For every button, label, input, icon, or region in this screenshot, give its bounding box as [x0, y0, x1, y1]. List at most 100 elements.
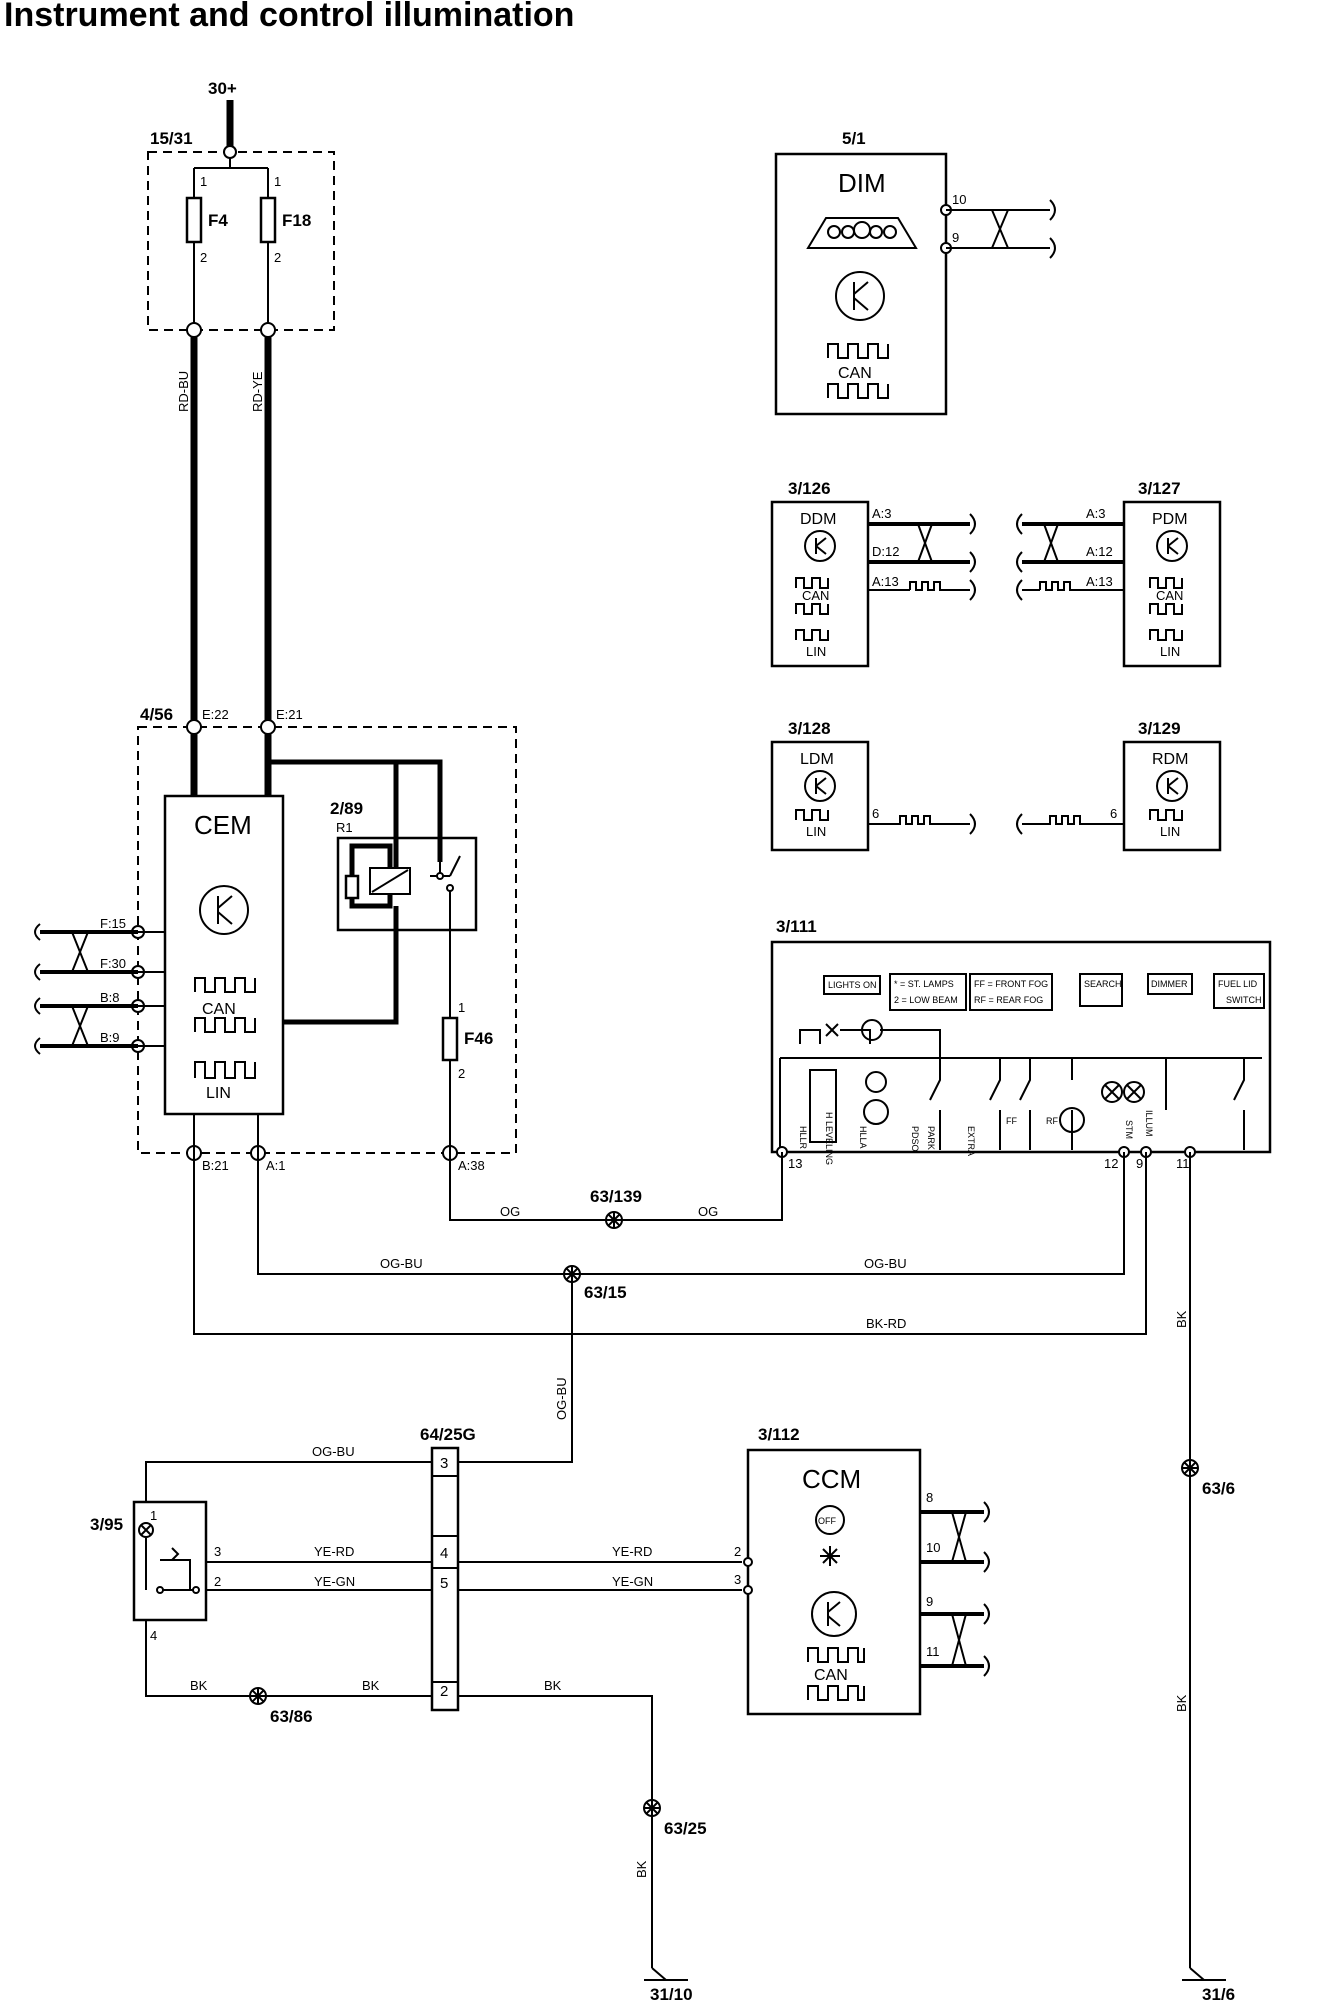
- cem-lin-label: LIN: [206, 1085, 231, 1102]
- fuse-box-ref: 15/31: [150, 129, 193, 148]
- rheostat-pin-4: 4: [150, 1628, 157, 1643]
- btn-fuel-lid: FUEL LID: [1218, 979, 1258, 989]
- ccm-pin-2: 2: [734, 1544, 741, 1559]
- sw-pin-11: 11: [1176, 1156, 1190, 1171]
- rdm-lin-label: LIN: [1160, 824, 1180, 839]
- wire-og-bu-rheo: OG-BU: [312, 1444, 355, 1459]
- ldm-name: LDM: [800, 751, 834, 768]
- sw-label-ff: FF: [1006, 1116, 1017, 1126]
- wire-og-bu-left: OG-BU: [380, 1256, 423, 1271]
- page-title: Instrument and control illumination: [4, 0, 575, 34]
- ccm-pin-8: 8: [926, 1490, 933, 1505]
- ccm-off-label: OFF: [818, 1516, 836, 1526]
- btn-lights-on: LIGHTS ON: [828, 980, 877, 990]
- rheostat-pin-1: 1: [150, 1508, 157, 1523]
- ground-31-10: 31/10: [644, 1967, 693, 2000]
- fuse-f18-pin-in: 1: [274, 174, 281, 189]
- ddm-pin-a13: A:13: [872, 574, 899, 589]
- rdm-ref: 3/129: [1138, 719, 1181, 738]
- wire-bk-rheo-left: BK: [190, 1678, 208, 1693]
- rheostat-ref: 3/95: [90, 1515, 123, 1534]
- dim-pin-9: 9: [952, 230, 959, 245]
- splice-63-25-label: 63/25: [664, 1819, 707, 1838]
- fuse-f46-pin-out: 2: [458, 1066, 465, 1081]
- ddm-name: DDM: [800, 511, 836, 528]
- relay-name: R1: [336, 820, 353, 835]
- wire-ye-gn-left: YE-GN: [314, 1574, 355, 1589]
- ccm-name: CCM: [802, 1464, 861, 1494]
- sw-label-stm: STM: [1124, 1120, 1134, 1139]
- ldm-lin-label: LIN: [806, 824, 826, 839]
- wire-rd-ye: RD-YE: [250, 371, 265, 412]
- btn-dimmer: DIMMER: [1151, 979, 1188, 989]
- ddm-can-label: CAN: [802, 588, 829, 603]
- rheostat-pin-2: 2: [214, 1574, 221, 1589]
- wire-bk-vert-bottom: BK: [1174, 1694, 1189, 1712]
- cem-pin-f15: F:15: [100, 916, 126, 931]
- sw-label-illum: ILLUM: [1144, 1110, 1154, 1137]
- supply-label: 30+: [208, 79, 237, 98]
- sw-pin-13: 13: [788, 1156, 802, 1171]
- btn-rear-fog: RF = REAR FOG: [974, 995, 1043, 1005]
- btn-search: SEARCH: [1084, 979, 1122, 989]
- dim-ref: 5/1: [842, 129, 866, 148]
- connector-pin-3: 3: [440, 1455, 448, 1472]
- rheostat-pin-3: 3: [214, 1544, 221, 1559]
- ccm-module: 3/112 CCM OFF CAN 2 3 8 10 9 11: [734, 1425, 990, 1716]
- cem-pin-b21: B:21: [202, 1158, 229, 1173]
- sw-label-park: PARK: [926, 1126, 936, 1150]
- ldm-ref: 3/128: [788, 719, 831, 738]
- cem-pin-e22: E:22: [202, 707, 229, 722]
- pdm-name: PDM: [1152, 511, 1188, 528]
- fuse-f4-label: F4: [208, 211, 228, 230]
- wire-og-bu-vert: OG-BU: [554, 1377, 569, 1420]
- wire-bk-vert-top: BK: [1174, 1310, 1189, 1328]
- pdm-lin-label: LIN: [1160, 644, 1180, 659]
- fuse-f46: F46 1 2: [441, 920, 493, 1153]
- wire-ye-gn-right: YE-GN: [612, 1574, 653, 1589]
- fuse-f4-pin-out: 2: [200, 250, 207, 265]
- cem-can-pulse-icon: [194, 977, 256, 993]
- pdm-pin-a12: A:12: [1086, 544, 1113, 559]
- ldm-pin-6: 6: [872, 806, 879, 821]
- cem-pin-a38: A:38: [458, 1158, 485, 1173]
- ddm-module: 3/126 DDM CAN LIN A:3 D:12 A:13: [770, 479, 976, 668]
- fuse-f18-pin-out: 2: [274, 250, 281, 265]
- fuse-box: 15/31 F4 F18 1 1 2 2: [147, 129, 335, 331]
- cem-pin-f30: F:30: [100, 956, 126, 971]
- wire-ye-rd-right: YE-RD: [612, 1544, 652, 1559]
- sw-label-extra: EXTRA: [966, 1126, 976, 1156]
- fuse-f4: [185, 196, 203, 244]
- sw-label-hlla: HLLA: [858, 1126, 868, 1149]
- wire-bk-ground-left: BK: [634, 1860, 649, 1878]
- rheostat-3-95: 3/95 1 3 2 4: [90, 1500, 221, 1643]
- cem-pin-e21: E:21: [276, 707, 303, 722]
- cem-ref: 4/56: [140, 705, 173, 724]
- connector-64-25g: 64/25G 3 4 5 2: [420, 1425, 476, 1712]
- cem-module: 4/56 E:22 E:21 CEM CAN LIN F:15 F:30 B:8…: [34, 705, 517, 1173]
- ccm-pin-9: 9: [926, 1594, 933, 1609]
- wire-bk-rd: BK-RD: [866, 1316, 906, 1331]
- splice-63-139-label: 63/139: [590, 1187, 642, 1206]
- sw-label-pdso: PDSO: [910, 1126, 920, 1152]
- fuse-f46-label: F46: [464, 1029, 493, 1048]
- sw-label-hllr: HLLR: [798, 1126, 808, 1150]
- wire-og-bu-right: OG-BU: [864, 1256, 907, 1271]
- wire-og-left: OG: [500, 1204, 520, 1219]
- connector-pin-5: 5: [440, 1575, 448, 1592]
- sw-label-rf: RF: [1046, 1116, 1058, 1126]
- ldm-module: 3/128 LDM LIN 6: [770, 719, 976, 852]
- connector-pin-2: 2: [440, 1683, 448, 1700]
- btn-st-lamps: * = ST. LAMPS: [894, 979, 954, 989]
- cem-transistor-icon: [199, 885, 249, 935]
- dim-name: DIM: [838, 168, 886, 198]
- ccm-pin-11: 11: [926, 1644, 940, 1659]
- wire-bk-rheo-right: BK: [362, 1678, 380, 1693]
- dim-cluster-icon: [806, 217, 918, 249]
- wire-rd-bu: RD-BU: [176, 371, 191, 412]
- ccm-can-label: CAN: [814, 1667, 848, 1684]
- cem-pin-a1: A:1: [266, 1158, 286, 1173]
- pdm-pin-a13: A:13: [1086, 574, 1113, 589]
- ddm-pin-d12: D:12: [872, 544, 899, 559]
- cem-lin-pulse-icon: [194, 1061, 256, 1079]
